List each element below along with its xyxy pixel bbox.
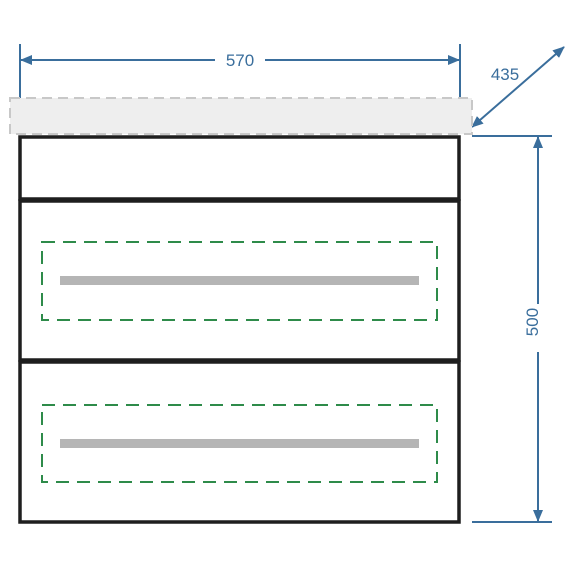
depth-label: 435 (491, 65, 519, 84)
width-label: 570 (226, 51, 254, 70)
width-dimension: 570 (19, 44, 461, 132)
middle-drawer (18, 199, 461, 362)
middle-drawer-handle (60, 276, 419, 285)
height-dimension: 500 (472, 135, 552, 523)
bottom-drawer-front-outline (41, 404, 438, 483)
middle-drawer-front-outline (41, 241, 438, 321)
depth-dimension-line (471, 46, 565, 128)
height-label: 500 (523, 308, 542, 336)
bottom-drawer (18, 360, 461, 524)
depth-dimension: 435 (471, 46, 565, 128)
cabinet-body (18, 135, 461, 524)
top-drawer (18, 135, 461, 201)
countertop (9, 97, 473, 135)
bottom-drawer-handle (60, 439, 419, 448)
